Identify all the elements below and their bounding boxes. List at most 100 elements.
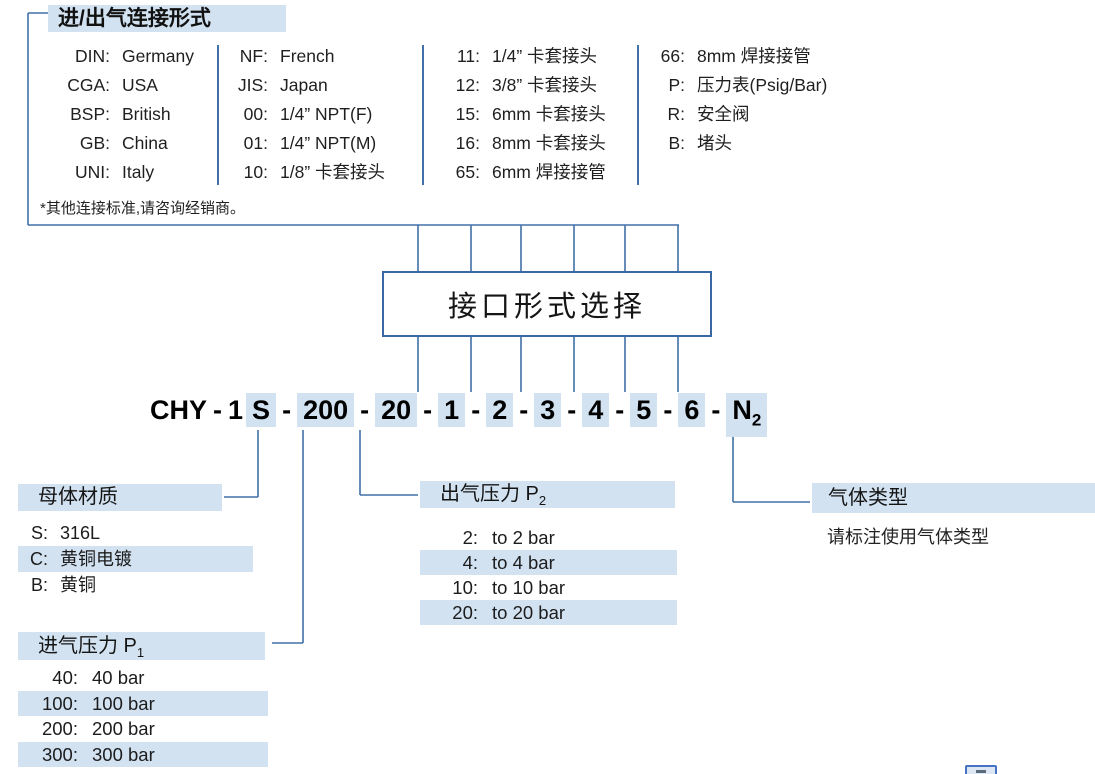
interface-selector-label: 接口形式选择: [447, 291, 646, 323]
connection-option: 65: 6mm 焊接接管: [440, 158, 606, 187]
material-option-value: 316L: [60, 523, 101, 543]
material-option: S:316L: [18, 520, 253, 546]
inlet-pressure-option: 300:300 bar: [18, 741, 268, 767]
part-number-segment: -: [471, 395, 481, 425]
outlet-pressure-option: 2: to 2 bar: [420, 525, 677, 550]
bottom-edge-mini-button[interactable]: [965, 765, 997, 774]
inlet-pressure-option-value: 300 bar: [92, 743, 155, 765]
connection-option-code: 12:: [455, 75, 480, 95]
part-number-segment: 5: [630, 393, 658, 427]
outlet-pressure-section-header: 出气压力 P2: [420, 481, 675, 508]
inlet-pressure-option-code: 200:: [41, 718, 78, 739]
part-number-segment: 6: [678, 393, 706, 427]
connection-option-value: 1/4” NPT(F): [280, 104, 373, 124]
connection-option-value: Japan: [280, 75, 328, 95]
connection-option: 01:1/4” NPT(M): [228, 129, 385, 158]
outlet-pressure-option: 20: to 20 bar: [420, 600, 677, 625]
connection-option: BSP:British: [36, 100, 194, 129]
part-number-segment: 200: [297, 393, 355, 427]
connection-option-code: UNI:: [75, 162, 110, 182]
part-number-segment: S: [246, 393, 277, 427]
connection-table-title: 进/出气连接形式: [48, 5, 286, 32]
inlet-pressure-title-subscript: 1: [136, 645, 145, 660]
part-number-segment: -: [213, 395, 223, 425]
connection-option-value: 1/4” 卡套接头: [492, 46, 598, 66]
outlet-pressure-option-value: to 20 bar: [492, 602, 566, 623]
connection-option-value: 3/8” 卡套接头: [492, 75, 598, 95]
inlet-pressure-option: 200: 200 bar: [18, 716, 268, 742]
connection-option-code: R:: [667, 104, 686, 124]
connection-option-code: 16:: [455, 133, 480, 153]
part-number-segment: -: [567, 395, 577, 425]
connection-option-code: 65:: [455, 162, 480, 182]
connection-option: CGA:USA: [36, 71, 194, 100]
connection-option: 15: 6mm 卡套接头: [440, 100, 606, 129]
connection-option-value: 6mm 焊接接管: [492, 162, 606, 182]
inlet-pressure-option-code: 100:: [41, 692, 78, 714]
outlet-pressure-option-code: 2:: [462, 527, 478, 548]
part-number-segment: -: [360, 395, 370, 425]
connection-option-code: 15:: [455, 104, 480, 124]
connection-option-code: DIN:: [75, 46, 110, 66]
connection-option-value: 8mm 卡套接头: [492, 133, 606, 153]
part-number-segment: 1: [228, 395, 244, 425]
connection-option-value: 6mm 卡套接头: [492, 104, 606, 124]
outlet-pressure-option: 4:to 4 bar: [420, 550, 677, 575]
part-number-subscript: 2: [751, 410, 762, 430]
inlet-pressure-option-value: 200 bar: [92, 718, 155, 739]
inlet-pressure-option: 40: 40 bar: [18, 665, 268, 691]
part-number-segment: 3: [534, 393, 562, 427]
connection-option-value: British: [122, 104, 171, 124]
connection-option: NF:French: [228, 42, 385, 71]
material-option: B: 黄铜: [18, 572, 253, 598]
connection-option: 11: 1/4” 卡套接头: [440, 42, 606, 71]
connection-option-code: 11:: [456, 46, 480, 66]
material-option-value: 黄铜: [60, 575, 96, 595]
outlet-pressure-option-code: 20:: [452, 602, 478, 623]
connection-option: B:堵头: [645, 129, 827, 158]
connection-option-code: 01:: [243, 133, 268, 153]
material-option-code: B:: [30, 575, 48, 595]
connection-option: 16: 8mm 卡套接头: [440, 129, 606, 158]
connection-option: 12: 3/8” 卡套接头: [440, 71, 606, 100]
outlet-pressure-option-code: 10:: [452, 577, 478, 598]
inlet-pressure-title: 进气压力 P: [38, 635, 137, 657]
outlet-pressure-option: 10: to 10 bar: [420, 575, 677, 600]
inlet-pressure-option-value: 100 bar: [92, 692, 155, 714]
inlet-pressure-option: 100: 100 bar: [18, 690, 268, 716]
connection-option: JIS:Japan: [228, 71, 385, 100]
inlet-pressure-option-code: 40:: [52, 667, 78, 688]
connection-option-value: 堵头: [697, 133, 732, 153]
connection-option: UNI: Italy: [36, 158, 194, 187]
material-section-header: 母体材质: [18, 484, 222, 511]
connection-option: DIN: Germany: [36, 42, 194, 71]
connection-option: R:安全阀: [645, 100, 827, 129]
part-number-segment: 1: [438, 393, 466, 427]
connection-option-value: Germany: [122, 46, 194, 66]
outlet-pressure-title: 出气压力 P: [440, 483, 539, 505]
part-number-segment: -: [615, 395, 625, 425]
gas-type-note: 请标注使用气体类型: [827, 527, 989, 547]
connection-option-value: Italy: [122, 162, 155, 182]
inlet-pressure-option-value: 40 bar: [92, 667, 145, 688]
part-number-segment: -: [423, 395, 433, 425]
material-option-code: C:: [30, 549, 48, 569]
outlet-pressure-option-value: to 10 bar: [492, 577, 566, 598]
outlet-pressure-option-value: to 2 bar: [492, 527, 555, 548]
part-number-segment: -: [519, 395, 529, 425]
connection-option-code: GB:: [79, 133, 110, 153]
part-number-segment: -: [663, 395, 673, 425]
part-number-segment: -: [711, 395, 721, 425]
connection-option-value: 压力表(Psig/Bar): [697, 75, 828, 95]
connection-option: P:压力表(Psig/Bar): [645, 71, 827, 100]
connection-option-code: 00:: [243, 104, 268, 124]
connection-option: 66:8mm 焊接接管: [645, 42, 827, 71]
outlet-pressure-option-code: 4:: [462, 552, 478, 573]
connection-option-value: 1/8” 卡套接头: [280, 162, 386, 182]
gas-type-section-header: 气体类型: [812, 483, 1095, 513]
